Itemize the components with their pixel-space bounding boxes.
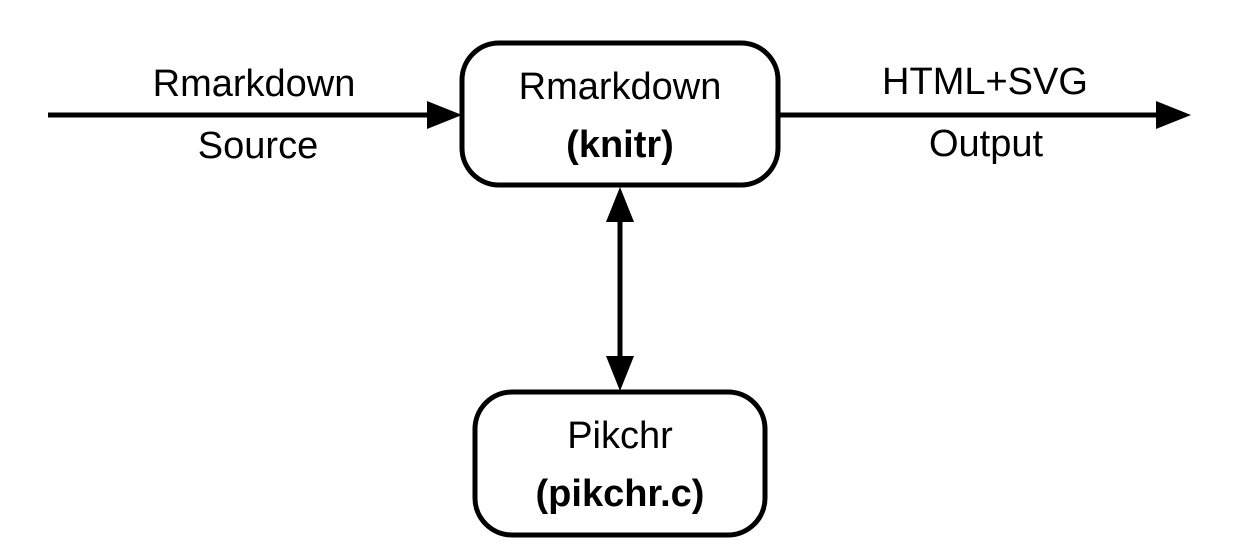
input-arrow-label-bottom: Source [198,125,318,167]
knitr-box-shape [459,40,781,188]
pikchr-box-line1: Pikchr [567,415,673,457]
arrowhead-right-icon [427,101,462,129]
input-arrow-label-top: Rmarkdown [153,63,356,105]
arrowhead-up-icon [606,187,634,222]
knitr-box: Rmarkdown (knitr) [459,40,781,188]
arrowhead-down-icon [606,356,634,391]
output-arrow: HTML+SVG Output [780,61,1191,165]
knitr-box-line2: (knitr) [566,124,674,166]
pikchr-box-shape [472,389,768,538]
input-arrow: Rmarkdown Source [48,63,462,167]
pikchr-box: Pikchr (pikchr.c) [472,389,768,538]
output-arrow-label-top: HTML+SVG [882,61,1088,103]
output-arrow-label-bottom: Output [929,123,1044,165]
pikchr-box-line2: (pikchr.c) [536,473,705,515]
pikchr-link-arrow [606,187,634,391]
arrowhead-right-icon [1156,101,1191,129]
knitr-box-line1: Rmarkdown [519,66,722,108]
